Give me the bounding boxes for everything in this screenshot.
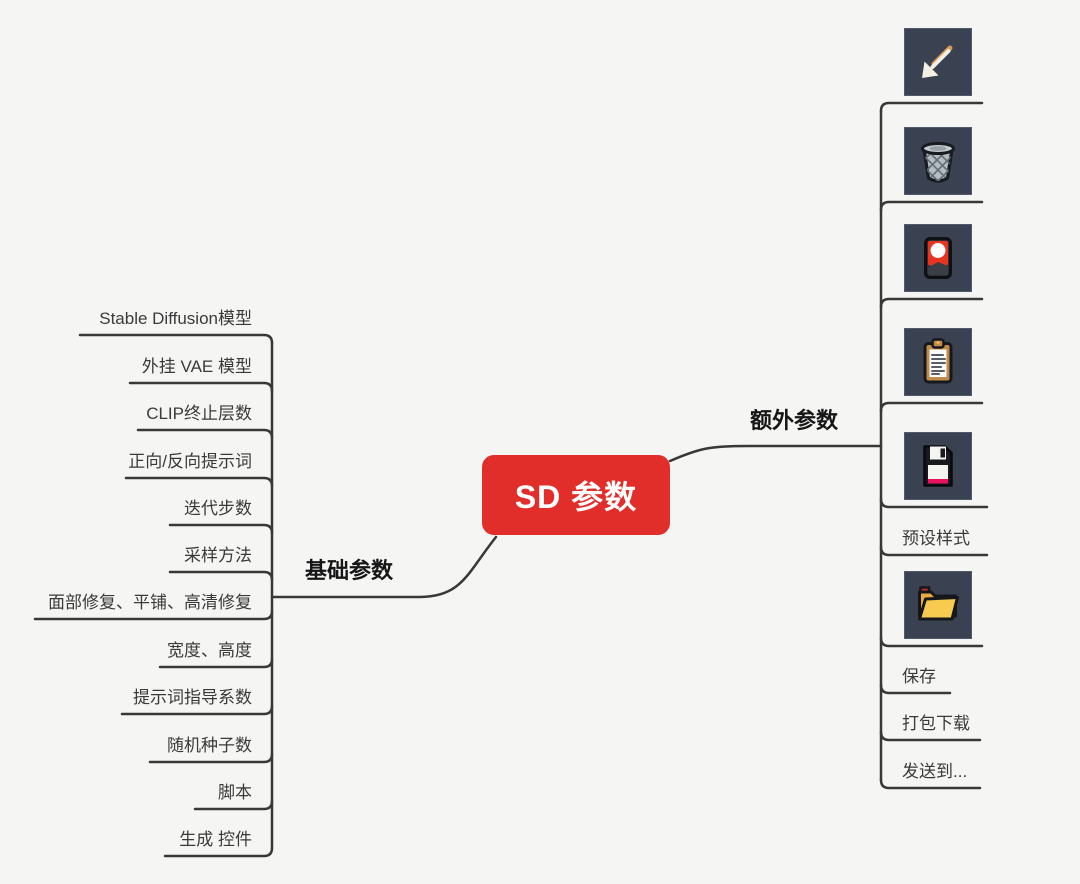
- subtopic-label: 随机种子数: [167, 735, 252, 755]
- subtopic-label: 生成 控件: [179, 829, 252, 849]
- subtopic-label: 宽度、高度: [167, 640, 252, 660]
- subtopic-label: 采样方法: [184, 545, 252, 565]
- image-topic-extra-networks[interactable]: [904, 224, 972, 292]
- arrow-down-left-icon: [922, 45, 953, 78]
- clipboard-icon: [923, 338, 953, 384]
- central-topic[interactable]: SD 参数: [482, 455, 670, 535]
- image-topic-save-style[interactable]: [904, 432, 972, 500]
- subtopic-label: 脚本: [218, 782, 252, 802]
- subtopic-generate-controls[interactable]: 生成 控件: [179, 820, 252, 854]
- subtopic-preset-styles[interactable]: 预设样式: [902, 519, 970, 553]
- branch-topic-basic-params[interactable]: 基础参数: [305, 552, 393, 586]
- subtopic-prompts[interactable]: 正向/反向提示词: [128, 442, 252, 476]
- subtopic-label: Stable Diffusion模型: [99, 308, 252, 328]
- subtopic-label: 面部修复、平铺、高清修复: [48, 592, 252, 612]
- subtopic-stable-diffusion-model[interactable]: Stable Diffusion模型: [99, 299, 252, 333]
- subtopic-label: 保存: [902, 666, 936, 686]
- image-topic-clear-prompt[interactable]: [904, 127, 972, 195]
- subtopic-width-height[interactable]: 宽度、高度: [167, 631, 252, 665]
- subtopic-label: 提示词指导系数: [133, 687, 252, 707]
- subtopic-cfg-scale[interactable]: 提示词指导系数: [133, 678, 252, 712]
- central-topic-label: SD 参数: [514, 479, 638, 515]
- subtopic-script[interactable]: 脚本: [218, 773, 252, 807]
- subtopic-save[interactable]: 保存: [902, 657, 936, 691]
- subtopic-restore-tiling-hires[interactable]: 面部修复、平铺、高清修复: [48, 583, 252, 617]
- subtopic-zip-download[interactable]: 打包下载: [902, 704, 970, 738]
- image-topic-apply-style[interactable]: [904, 328, 972, 396]
- trash-icon: [921, 142, 955, 183]
- image-topic-open-output-folder[interactable]: [904, 571, 972, 639]
- image-card-icon: [924, 237, 952, 279]
- branch-label: 额外参数: [750, 408, 839, 433]
- floppy-disk-icon: [923, 445, 953, 487]
- subtopic-label: 发送到...: [902, 761, 968, 781]
- subtopic-label: 预设样式: [902, 528, 970, 548]
- branch-topic-extra-params[interactable]: 额外参数: [750, 402, 838, 436]
- subtopic-send-to[interactable]: 发送到...: [902, 752, 967, 786]
- subtopic-label: 打包下载: [902, 713, 970, 733]
- subtopic-label: CLIP终止层数: [146, 403, 252, 423]
- image-topic-read-params[interactable]: [904, 28, 972, 96]
- subtopic-label: 迭代步数: [184, 498, 252, 518]
- open-folder-icon: [918, 586, 959, 621]
- subtopic-label: 正向/反向提示词: [128, 451, 252, 471]
- subtopic-vae-model[interactable]: 外挂 VAE 模型: [142, 347, 252, 381]
- subtopic-clip-skip[interactable]: CLIP终止层数: [146, 394, 252, 428]
- subtopic-random-seed[interactable]: 随机种子数: [167, 726, 252, 760]
- branch-label: 基础参数: [305, 558, 394, 583]
- subtopic-sampling-steps[interactable]: 迭代步数: [184, 489, 252, 523]
- subtopic-sampling-method[interactable]: 采样方法: [184, 536, 252, 570]
- subtopic-label: 外挂 VAE 模型: [141, 356, 252, 376]
